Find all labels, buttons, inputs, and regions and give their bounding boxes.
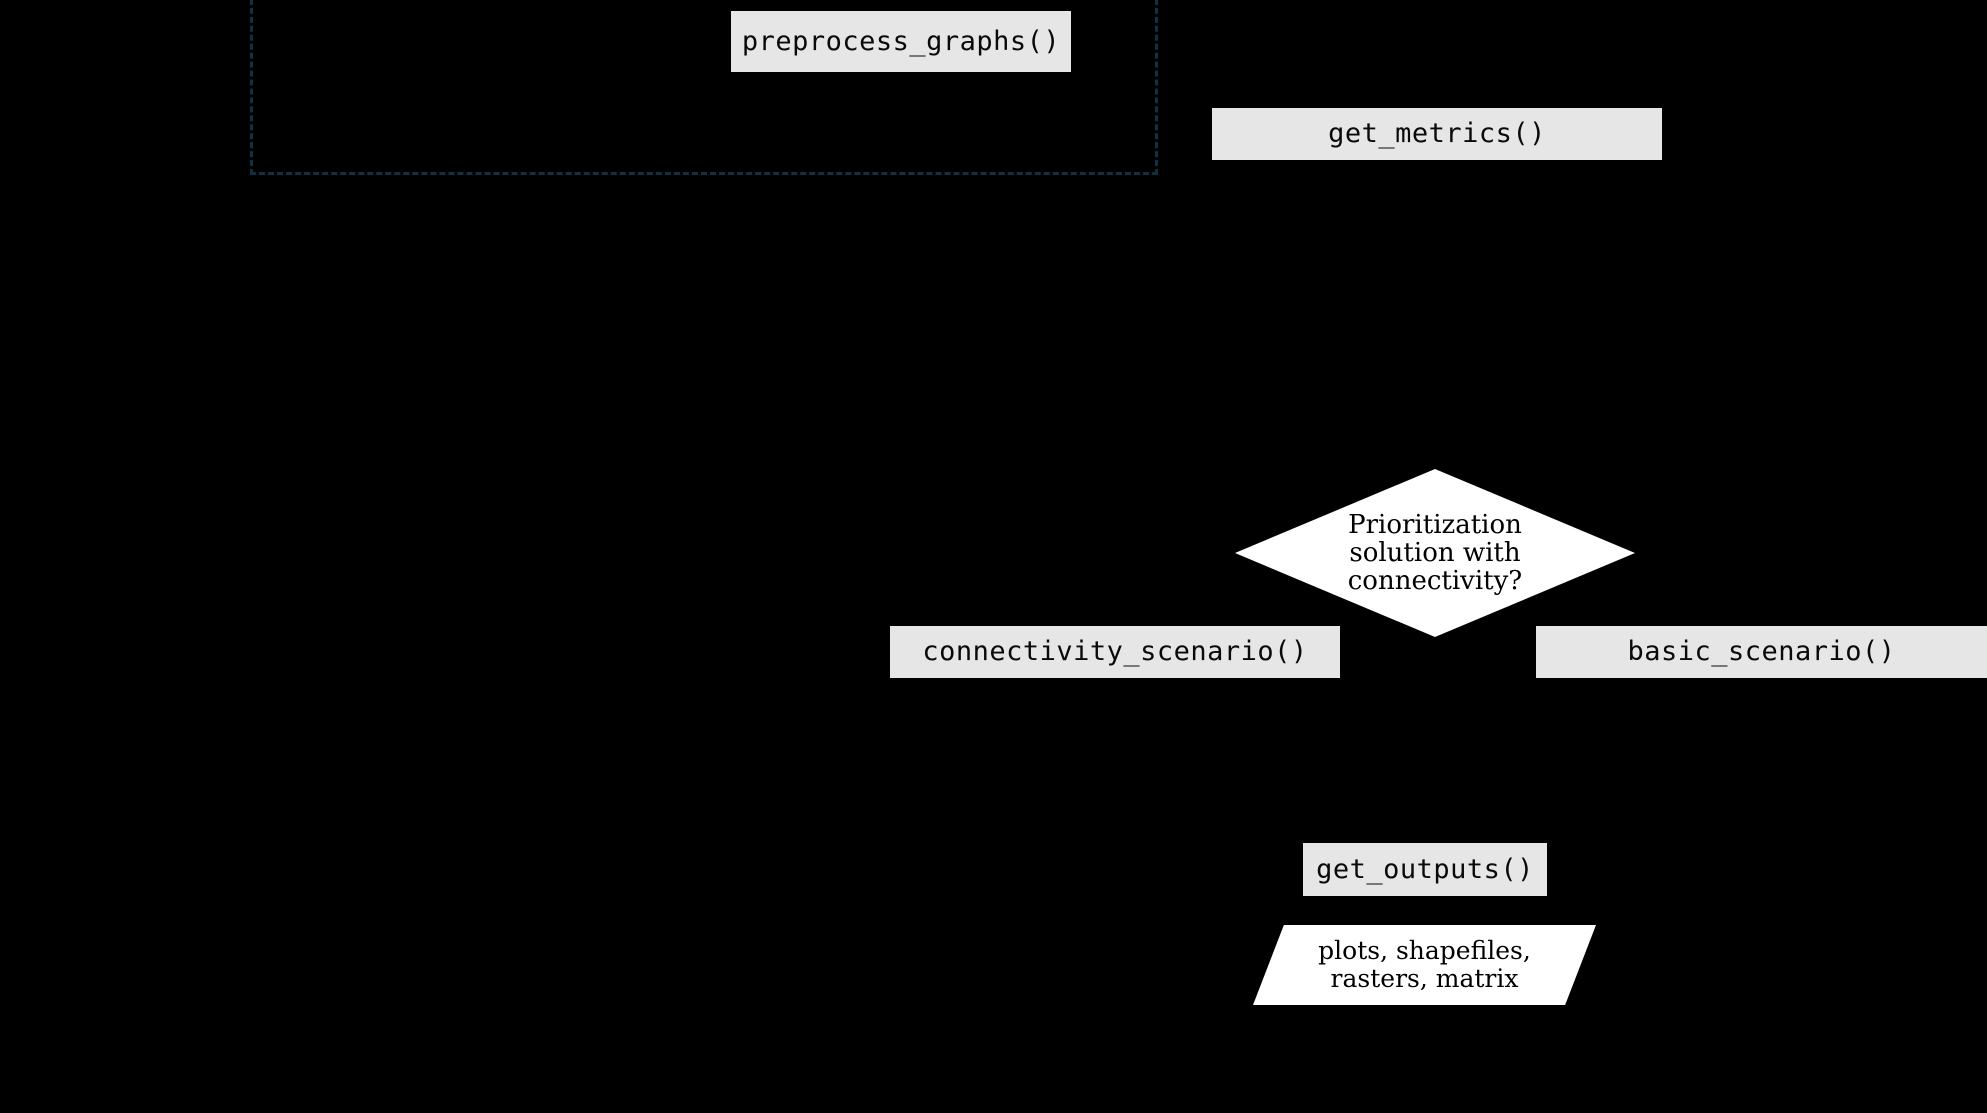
node-get-metrics-label: get_metrics() (1328, 118, 1546, 150)
node-get-metrics[interactable]: get_metrics() (1212, 108, 1662, 160)
diamond-shape (1235, 469, 1635, 637)
node-basic-scenario-label: basic_scenario() (1627, 636, 1896, 668)
preprocessing-group-frame (250, 0, 1158, 175)
node-preprocess-graphs-label: preprocess_graphs() (741, 25, 1061, 57)
node-basic-scenario[interactable]: basic_scenario() (1536, 626, 1987, 678)
node-get-outputs[interactable]: get_outputs() (1303, 843, 1547, 896)
parallelogram-shape (1253, 925, 1596, 1005)
node-preprocess-graphs[interactable]: preprocess_graphs() (731, 11, 1071, 72)
node-connectivity-scenario-label: connectivity_scenario() (922, 636, 1308, 668)
node-decision-prioritization[interactable]: Prioritization solution with connectivit… (1235, 469, 1635, 637)
node-outputs-artifacts[interactable]: plots, shapefiles, rasters, matrix (1253, 925, 1596, 1005)
node-connectivity-scenario[interactable]: connectivity_scenario() (890, 626, 1340, 678)
node-get-outputs-label: get_outputs() (1316, 853, 1534, 885)
